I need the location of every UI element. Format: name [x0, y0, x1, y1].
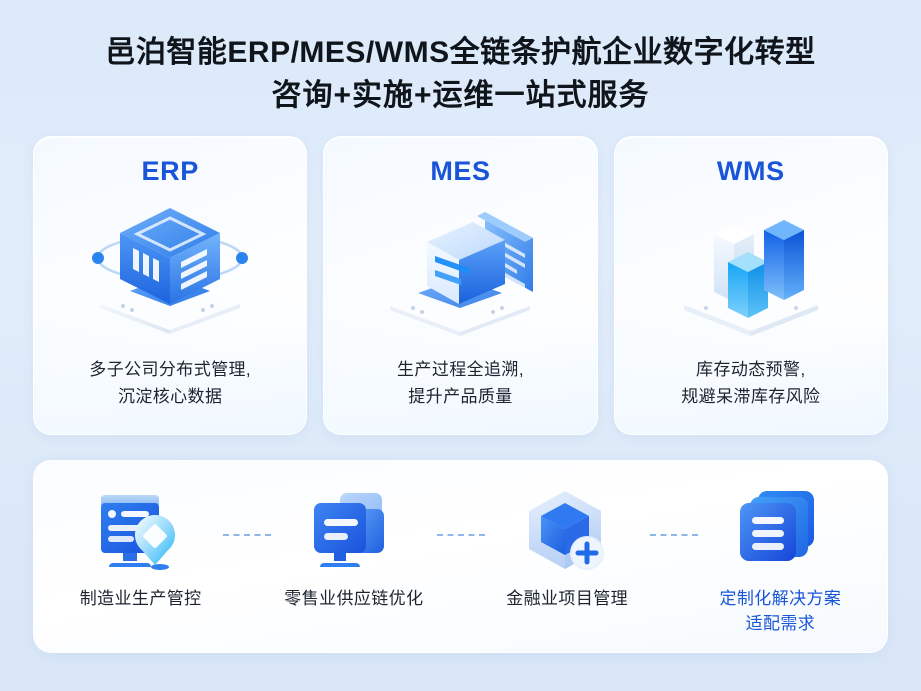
isometric-cube-server-icon — [92, 208, 249, 335]
card-erp[interactable]: ERP — [33, 136, 308, 436]
page-title: 邑泊智能ERP/MES/WMS全链条护航企业数字化转型 咨询+实施+运维一站式服… — [0, 0, 921, 117]
flow-item-finance-label: 金融业项目管理 — [506, 587, 628, 612]
flow-connector-3 — [649, 534, 698, 537]
flow-item-manufacturing[interactable]: 制造业生产管控 — [34, 461, 272, 612]
card-wms-desc-line-2: 规避呆滞库存风险 — [681, 386, 821, 406]
flow-connector-1 — [223, 534, 272, 537]
flow-label-line-1: 金融业项目管理 — [506, 589, 629, 609]
isometric-bar-chart-icon — [683, 220, 818, 337]
flow-item-finance[interactable]: 金融业项目管理 — [461, 461, 698, 612]
flow-item-finance-art — [519, 483, 615, 579]
industry-flow-panel: 制造业生产管控 — [33, 460, 888, 654]
card-mes-description: 生产过程全追溯, 提升产品质量 — [324, 357, 596, 410]
flow-connector-2 — [436, 534, 485, 537]
flow-item-manufacturing-label: 制造业生产管控 — [80, 587, 202, 612]
flow-label-line-1: 定制化解决方案 — [719, 589, 842, 609]
flow-label-line-1: 零售业供应链优化 — [284, 589, 424, 609]
flow-item-custom-solution[interactable]: 定制化解决方案 适配需求 — [674, 461, 887, 636]
stacked-monitors-icon — [313, 493, 384, 568]
flow-label-line-2: 适配需求 — [745, 613, 816, 633]
card-erp-description: 多子公司分布式管理, 沉淀核心数据 — [34, 357, 306, 410]
card-mes-heading: MES — [430, 156, 491, 187]
flow-item-retail-label: 零售业供应链优化 — [284, 587, 423, 612]
card-erp-desc-line-1: 多子公司分布式管理, — [89, 360, 252, 380]
stacked-documents-icon — [740, 491, 815, 562]
card-mes[interactable]: MES — [323, 136, 598, 436]
flow-item-custom-solution-art — [732, 483, 828, 579]
flow-item-retail-art — [306, 483, 402, 579]
card-wms-desc-line-1: 库存动态预警, — [696, 360, 806, 380]
card-erp-heading: ERP — [141, 156, 199, 187]
card-mes-desc-line-1: 生产过程全追溯, — [397, 360, 524, 380]
card-wms-heading: WMS — [716, 156, 785, 187]
title-line-2: 咨询+实施+运维一站式服务 — [271, 78, 650, 112]
card-mes-art — [324, 199, 596, 339]
card-wms-description: 库存动态预警, 规避呆滞库存风险 — [615, 357, 887, 410]
cube-plus-icon — [529, 491, 605, 571]
card-erp-desc-line-2: 沉淀核心数据 — [117, 386, 223, 406]
flow-label-line-1: 制造业生产管控 — [79, 589, 202, 609]
card-mes-desc-line-2: 提升产品质量 — [408, 386, 513, 406]
card-wms[interactable]: WMS — [613, 136, 888, 436]
flow-item-retail[interactable]: 零售业供应链优化 — [247, 461, 485, 612]
isometric-documents-panel-icon — [390, 212, 534, 337]
flow-item-manufacturing-art — [93, 483, 189, 579]
title-line-1: 邑泊智能ERP/MES/WMS全链条护航企业数字化转型 — [105, 36, 816, 69]
product-cards-row: ERP — [0, 117, 921, 436]
flow-item-custom-solution-label: 定制化解决方案 适配需求 — [719, 587, 841, 636]
card-wms-art — [615, 199, 887, 339]
monitor-location-pin-icon — [100, 495, 175, 571]
card-erp-art — [34, 199, 306, 339]
